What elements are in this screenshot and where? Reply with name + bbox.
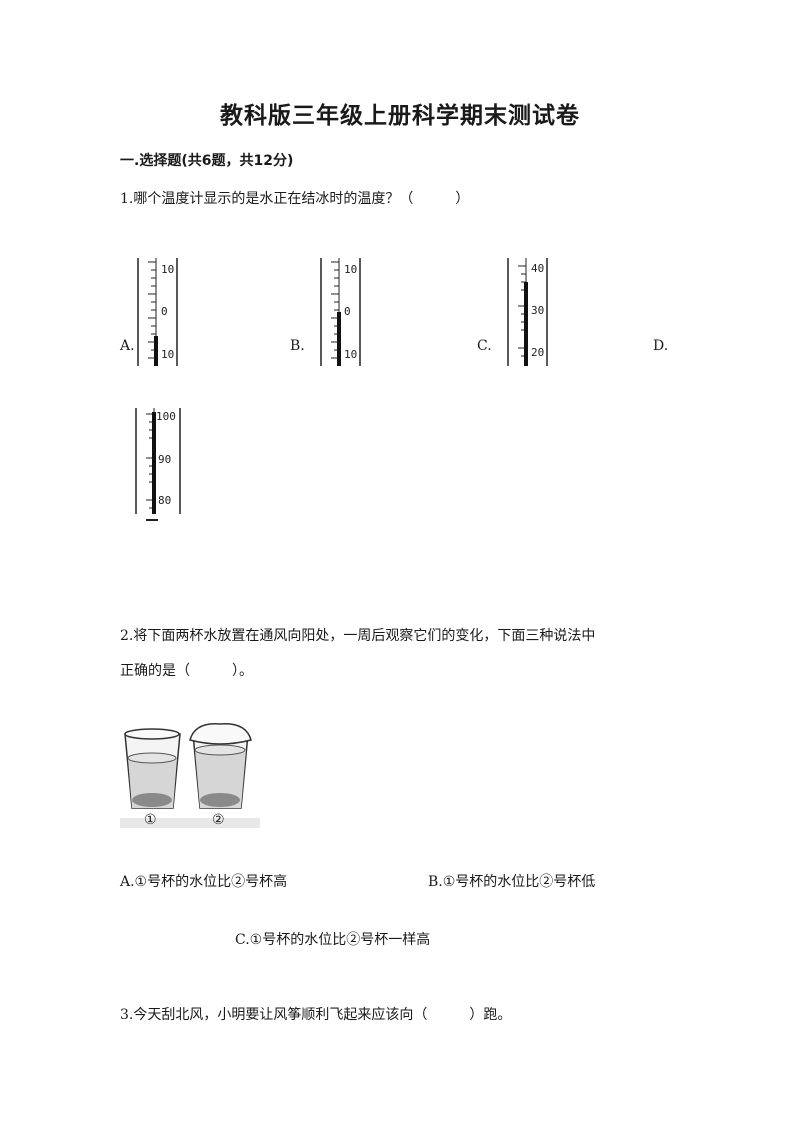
cup-2-label: ② [212, 812, 225, 828]
thermometer-d-label-mid: 90 [158, 453, 171, 466]
thermometer-a-label-mid: 0 [161, 305, 168, 318]
thermometer-a-label-bottom: 10 [161, 348, 174, 361]
q2-option-c: C.①号杯的水位比②号杯一样高 [235, 932, 431, 948]
thermometer-d: 100 90 80 [128, 404, 190, 528]
q2-cups-figure: ① ② [120, 720, 260, 836]
question-3-text: 3.今天刮北风，小明要让风筝顺利飞起来应该向（ ）跑。 [120, 1007, 512, 1023]
thermometer-c: 40 30 20 [500, 254, 560, 378]
q2-option-a: A.①号杯的水位比②号杯高 [120, 874, 288, 890]
thermometer-c-label-bottom: 20 [531, 346, 544, 359]
q2-option-b: B.①号杯的水位比②号杯低 [428, 874, 596, 890]
thermometer-d-figure: 100 90 80 [135, 408, 181, 521]
question-1-text: 1.哪个温度计显示的是水正在结冰时的温度？（ ） [120, 191, 470, 207]
thermometer-b-label-bottom: 10 [344, 348, 357, 361]
thermometer-b: 10 0 10 [313, 254, 373, 378]
thermometer-a-label-top: 10 [161, 263, 174, 276]
cup-1-label: ① [144, 812, 157, 828]
thermometer-a-figure: 10 0 10 [137, 258, 178, 366]
thermometer-c-label-mid: 30 [531, 304, 544, 317]
thermometer-d-label-top: 100 [156, 410, 176, 423]
thermometer-b-label-mid: 0 [344, 305, 351, 318]
q1-option-c: C. [477, 338, 492, 354]
thermometer-c-figure: 40 30 20 [507, 258, 548, 366]
thermometer-b-figure: 10 0 10 [320, 258, 361, 366]
thermometer-d-label-bottom: 80 [158, 494, 171, 507]
q2-cups-illustration: ① ② [120, 723, 260, 828]
question-2-text-line1: 2.将下面两杯水放置在通风向阳处，一周后观察它们的变化，下面三种说法中 [120, 628, 596, 644]
q1-option-b: B. [290, 338, 305, 354]
thermometer-c-label-top: 40 [531, 262, 544, 275]
page-title: 教科版三年级上册科学期末测试卷 [220, 103, 580, 129]
question-2-text-line2: 正确的是（ ）。 [120, 663, 253, 679]
thermometer-b-label-top: 10 [344, 263, 357, 276]
thermometer-a: 10 0 10 [130, 254, 190, 378]
q1-option-a: A. [120, 338, 135, 354]
q1-option-d: D. [653, 338, 669, 354]
section-heading: 一.选择题(共6题，共12分) [120, 153, 294, 169]
